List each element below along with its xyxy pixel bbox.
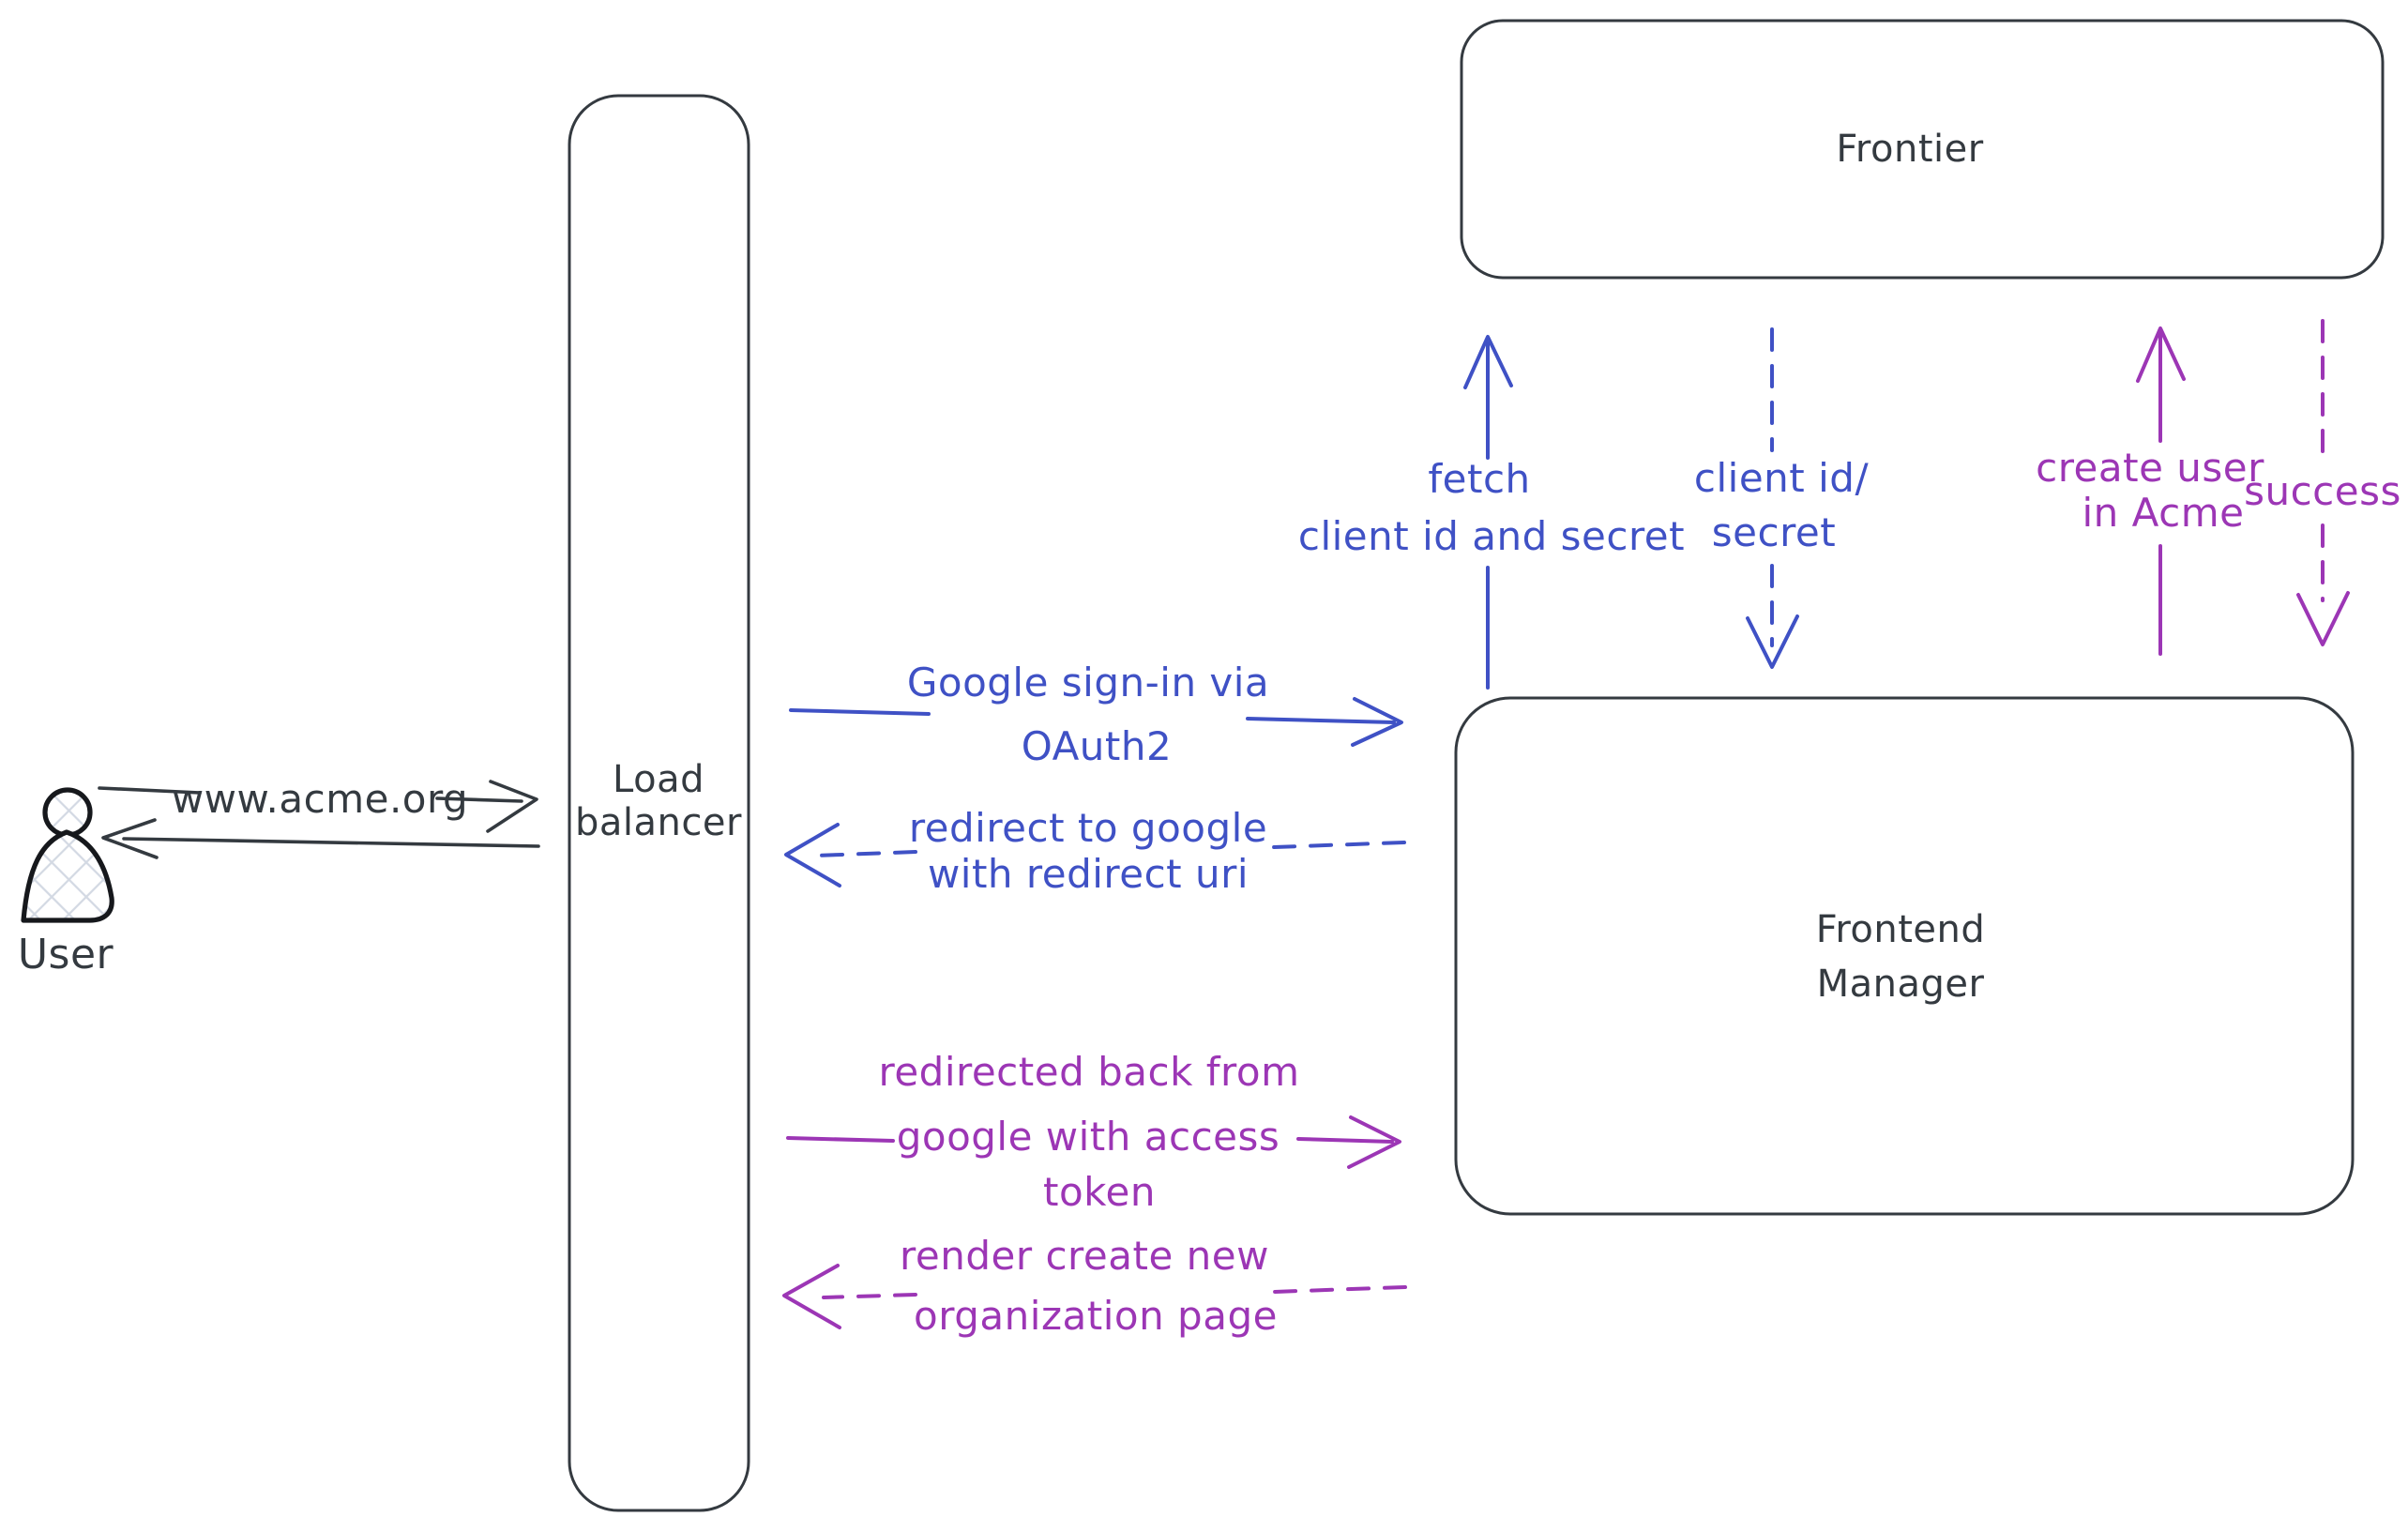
arrowhead-right (1347, 1115, 1401, 1169)
edge-label-google-signin-line1: Google sign-in via (907, 660, 1269, 705)
edge-label-redirect-google-line2: with redirect uri (928, 851, 1249, 897)
edge-label-fetch-line2: client id and secret (1298, 513, 1685, 559)
arrowhead-up (1463, 335, 1513, 389)
edge-label-fetch-line1: fetch (1428, 456, 1530, 502)
edge-label-client-id-line2: secret (1712, 509, 1836, 555)
arrow-redirected-back: redirected back from google with access … (786, 1049, 1401, 1215)
edge-label-redirect-google-line1: redirect to google (909, 805, 1267, 851)
edge-label-create-user-line1: create user (2036, 445, 2264, 491)
edge-label-success: success (2244, 468, 2401, 514)
arrow-response-to-user (101, 818, 540, 859)
arrow-redirect-google: redirect to google with redirect uri (784, 805, 1406, 897)
load-balancer-box (568, 94, 750, 1512)
frontend-manager-box (1454, 696, 2355, 1216)
arrow-fetch-secret: fetch client id and secret (1298, 335, 1685, 690)
frontier-box (1460, 19, 2385, 280)
user-body (21, 829, 114, 923)
edge-label-render-page-line2: organization page (914, 1293, 1278, 1339)
edge-label-redirected-back-line1: redirected back from (878, 1049, 1299, 1095)
arrow-render-page: render create new organization page (782, 1233, 1407, 1339)
frontend-manager-label-line1: Frontend (1816, 908, 1986, 951)
user-icon (21, 787, 114, 923)
load-balancer-label-line1: Load (613, 758, 704, 801)
edge-label-redirected-back-line3: token (1043, 1169, 1156, 1215)
edge-label-client-id-line1: client id/ (1694, 455, 1870, 501)
arrowhead-left (784, 823, 841, 887)
arrow-create-user: create user in Acme (2036, 326, 2264, 656)
user-head (42, 787, 93, 838)
edge-label-render-page-line1: render create new (900, 1233, 1269, 1279)
arrowhead-down (2296, 591, 2350, 646)
edge-label-redirected-back-line2: google with access (897, 1114, 1280, 1160)
arrowhead-left (782, 1264, 841, 1329)
arrow-success: success (2244, 319, 2401, 646)
user-label: User (18, 931, 114, 978)
arrowhead-left (101, 818, 159, 859)
edge-label-www-acme: www.acme.org (172, 776, 468, 822)
arrowhead-up (2136, 326, 2186, 383)
arrowhead-down (1746, 614, 1799, 669)
arrowhead-right (1351, 697, 1403, 747)
arrowhead-right (486, 780, 538, 833)
arrow-www-acme: www.acme.org (98, 776, 538, 833)
edge-label-google-signin-line2: OAuth2 (1022, 723, 1172, 769)
arrow-google-signin: Google sign-in via OAuth2 (789, 660, 1403, 769)
frontend-manager-label-line2: Manager (1817, 963, 1985, 1006)
edge-label-create-user-line2: in Acme (2082, 490, 2245, 536)
frontier-label: Frontier (1836, 128, 1983, 171)
arrow-client-id-secret: client id/ secret (1694, 327, 1870, 669)
load-balancer-label-line2: balancer (575, 801, 742, 844)
